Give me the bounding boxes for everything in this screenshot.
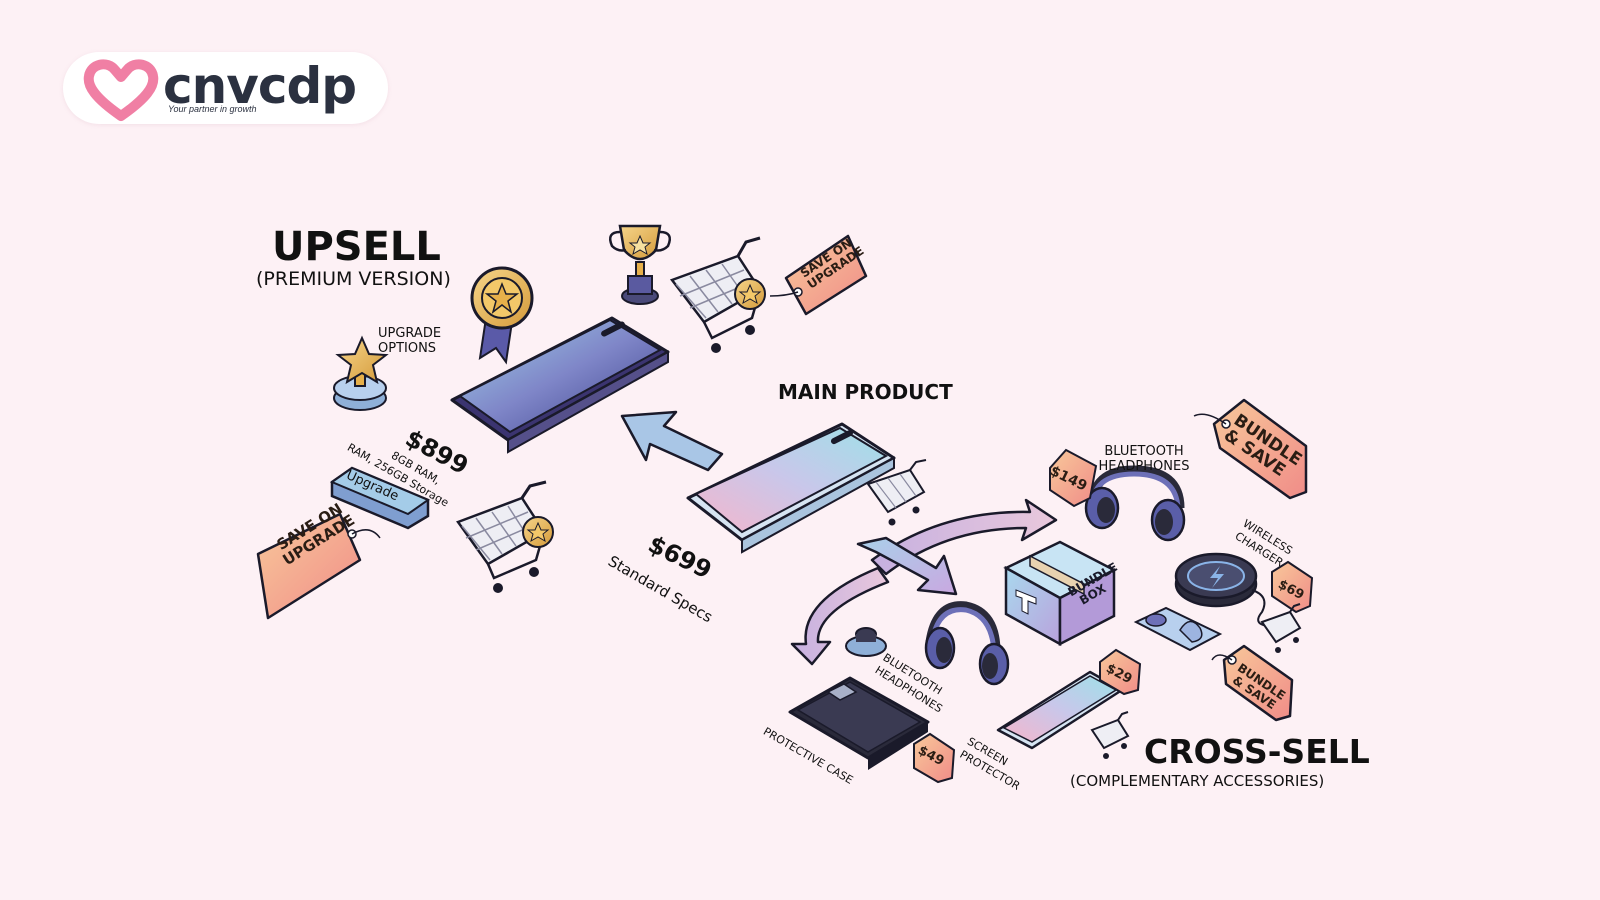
cross-sell-title: CROSS-SELL: [1144, 732, 1370, 771]
earbuds-icon: [1133, 606, 1223, 652]
upgrade-button-shape: [329, 466, 431, 530]
cross-sell-arrows: [790, 498, 1058, 666]
save-on-upgrade-tag-bottom: [256, 512, 381, 620]
shopping-cart-icon: [456, 480, 554, 593]
heart-icon: [83, 59, 159, 121]
cross-sell-subtitle: (COMPLEMENTARY ACCESSORIES): [1070, 772, 1325, 790]
small-cart-icon: [866, 459, 927, 526]
price-tag-49: [913, 732, 956, 784]
wireless-charger-icon: [1174, 552, 1269, 627]
protective-case-icon: [788, 676, 930, 770]
price-tag-149: [1049, 448, 1098, 508]
star-pedestal-icon: [333, 335, 389, 411]
upgrade-options-label: UPGRADE OPTIONS: [378, 326, 442, 356]
premium-phone-icon: [450, 316, 670, 454]
brand-logo[interactable]: cnvcdp Your partner in growth: [63, 52, 388, 124]
bundle-save-tag-top: [1193, 398, 1308, 500]
accessory-puck-icon: [845, 627, 887, 657]
trophy-icon: [609, 224, 671, 305]
main-product-title: MAIN PRODUCT: [778, 380, 953, 404]
main-product-phone-icon: [686, 422, 896, 554]
bundle-box-icon: [1003, 540, 1117, 647]
small-cart-icon: [1090, 711, 1130, 759]
brand-name: cnvcdp: [163, 57, 357, 115]
upsell-subtitle: (PREMIUM VERSION): [256, 268, 451, 290]
save-on-upgrade-tag-top: [769, 234, 868, 316]
upsell-title: UPSELL: [272, 224, 441, 270]
brand-tagline: Your partner in growth: [168, 104, 257, 114]
small-cart-icon: [1260, 603, 1302, 653]
price-tag-69: [1271, 560, 1314, 614]
bluetooth-headphones-icon: [924, 601, 1010, 686]
award-medal-icon: [470, 266, 534, 365]
upsell-arrow: [620, 410, 724, 472]
headphones-label-top: BLUETOOTH HEADPHONES: [1098, 444, 1190, 474]
price-tag-29: [1099, 648, 1142, 696]
shopping-cart-icon: [669, 236, 766, 353]
bluetooth-headphones-icon: [1084, 465, 1186, 542]
bundle-save-tag-bottom: [1211, 644, 1294, 722]
